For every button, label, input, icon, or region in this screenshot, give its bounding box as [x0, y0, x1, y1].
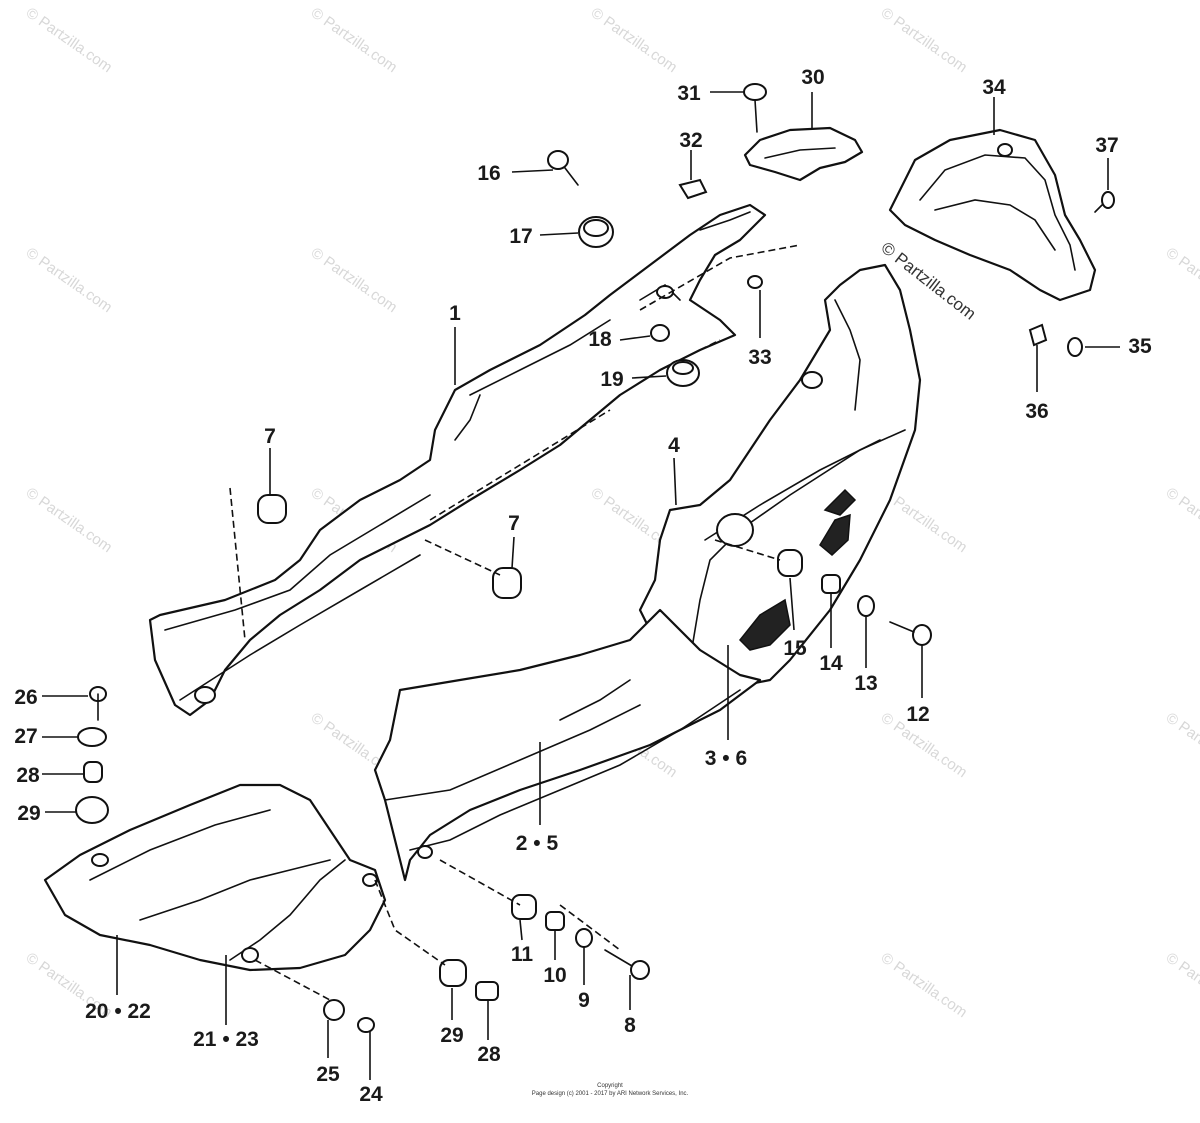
watermark: © Partzilla.com	[588, 4, 681, 76]
watermark: © Partzilla.com	[1163, 484, 1200, 556]
callout-15: 15	[783, 637, 807, 660]
callout-28a: 28	[16, 764, 40, 787]
part-34-grab-rail	[888, 128, 1097, 302]
callout-26: 26	[14, 686, 37, 709]
part-20-23-lower-fairing	[43, 783, 387, 972]
callout-30: 30	[801, 66, 824, 89]
watermark: © Partzilla.com	[1163, 949, 1200, 1021]
callout-18: 18	[588, 328, 612, 351]
callout-28b: 28	[477, 1043, 501, 1066]
callout-36: 36	[1025, 400, 1048, 423]
watermark: © Partzilla.com	[23, 4, 116, 76]
watermark: © Partzilla.com	[878, 4, 971, 76]
callout-27: 27	[14, 725, 37, 748]
callout-9: 9	[578, 989, 590, 1012]
callout-16: 16	[477, 162, 500, 185]
callout-17: 17	[509, 225, 532, 248]
callout-31: 31	[677, 82, 701, 105]
part-2-5-lower-cover	[373, 608, 762, 882]
callout-14: 14	[819, 652, 843, 675]
callout-29a: 29	[17, 802, 40, 825]
page-design-line: Page design (c) 2001 - 2017 by ARI Netwo…	[531, 1091, 689, 1097]
callout-8: 8	[624, 1014, 636, 1037]
leader-lines	[42, 91, 1120, 1080]
callout-3-6: 3 • 6	[705, 747, 747, 770]
callout-35: 35	[1128, 335, 1152, 358]
copyright-footer: Copyright Page design (c) 2001 - 2017 by…	[520, 1082, 700, 1098]
callout-37: 37	[1095, 134, 1118, 157]
callout-33: 33	[748, 346, 771, 369]
callout-11: 11	[511, 943, 534, 966]
callout-4: 4	[668, 434, 680, 457]
callout-29b: 29	[440, 1024, 463, 1047]
watermark: © Partzilla.com	[308, 244, 401, 316]
callout-1: 1	[449, 302, 461, 325]
callout-25: 25	[316, 1063, 340, 1086]
watermark: © Partzilla.com	[23, 484, 116, 556]
watermark: © Partzilla.com	[1163, 709, 1200, 781]
callout-2-5: 2 • 5	[516, 832, 559, 855]
copyright-line: Copyright	[597, 1083, 623, 1089]
callout-10: 10	[543, 964, 566, 987]
watermark: © Partzilla.com	[1163, 244, 1200, 316]
callout-12: 12	[906, 703, 929, 726]
callout-32: 32	[679, 129, 702, 152]
callout-21-23: 21 • 23	[193, 1028, 259, 1051]
callout-24: 24	[359, 1083, 383, 1106]
alignment-lines	[229, 244, 801, 1001]
part-4-tail-cover	[638, 263, 922, 692]
watermark: © Partzilla.com	[878, 949, 971, 1021]
callout-19: 19	[600, 368, 623, 391]
hardware-parts	[75, 83, 1115, 1033]
watermark: © Partzilla.com	[308, 4, 401, 76]
callout-labels: 1 2 • 5 3 • 6 4 7 7 8 9 10 11 12 13 14 1…	[14, 66, 1152, 1106]
watermark: © Partzilla.com	[23, 244, 116, 316]
part-30-cover	[743, 126, 864, 182]
callout-7b: 7	[508, 512, 520, 535]
part-1-frame-cover	[148, 203, 767, 717]
callout-34: 34	[982, 76, 1006, 99]
callout-20-22: 20 • 22	[85, 1000, 151, 1023]
callout-7a: 7	[264, 425, 276, 448]
callout-13: 13	[854, 672, 877, 695]
